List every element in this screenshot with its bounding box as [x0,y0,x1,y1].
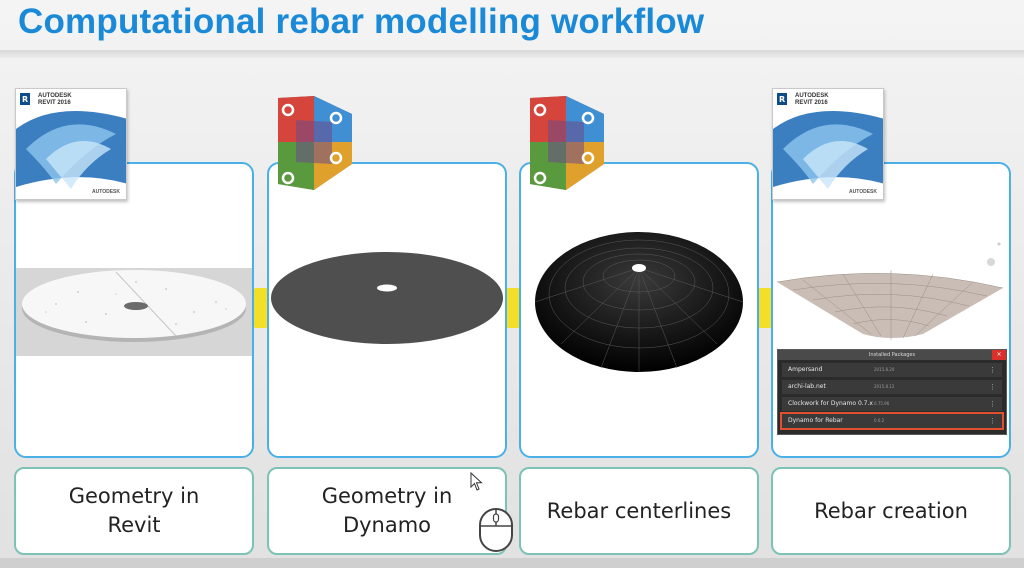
mouse-pointer-icon [470,472,483,491]
step-panel-geometry-revit [14,162,254,458]
package-name: archi-lab.net [788,383,826,390]
package-row-highlighted[interactable]: Dynamo for Rebar 0.6.2 ⋮ [780,412,1004,430]
package-row[interactable]: Ampersand 2015.8.20 ⋮ [782,363,1002,377]
step-panel-rebar-centerlines [519,162,759,458]
more-options-icon[interactable]: ⋮ [989,400,996,408]
rebar-creation-render [776,242,1004,340]
step-panel-rebar-creation: Installed Packages × Ampersand 2015.8.20… [771,162,1011,458]
connector-3-4 [758,288,772,328]
revit-product-box-icon: R AUTODESK REVIT 2016 AUTODESK [772,88,884,200]
rebar-centerlines-render [534,232,744,372]
connector-1-2 [254,288,268,328]
package-version: 2015.8.12 [874,384,895,389]
step-panel-geometry-dynamo [267,162,507,458]
installed-packages-titlebar: Installed Packages × [778,350,1006,360]
revit-slab-render [16,268,252,356]
package-version: 0.6.2 [874,418,885,423]
connector-2-3 [506,288,520,328]
package-name: Clockwork for Dynamo 0.7.x [788,400,873,407]
step-caption-geometry-revit: Geometry in Revit [14,467,254,555]
svg-text:R: R [779,95,785,104]
step-caption-rebar-creation: Rebar creation [771,467,1011,555]
dynamo-logo-icon [530,96,604,190]
package-row[interactable]: archi-lab.net 2015.8.12 ⋮ [782,380,1002,394]
installed-packages-window: Installed Packages × Ampersand 2015.8.20… [777,349,1007,435]
svg-text:R: R [22,95,28,104]
package-version: 2015.8.20 [874,367,895,372]
revit-product-box-icon: R AUTODESK REVIT 2016 AUTODESK [15,88,127,200]
mouse-icon [479,508,513,552]
title-divider [0,50,1024,58]
step-caption-geometry-dynamo: Geometry in Dynamo [267,467,507,555]
more-options-icon[interactable]: ⋮ [989,417,996,425]
step-caption-rebar-centerlines: Rebar centerlines [519,467,759,555]
package-name: Ampersand [788,366,823,373]
slide-title: Computational rebar modelling workflow [18,2,705,41]
dynamo-logo-icon [278,96,352,190]
package-version: 0.75.96 [874,401,890,406]
package-row[interactable]: Clockwork for Dynamo 0.7.x 0.75.96 ⋮ [782,397,1002,411]
installed-packages-title: Installed Packages [868,352,916,358]
dynamo-surface-render [271,252,503,344]
footer-bar [0,558,1024,568]
more-options-icon[interactable]: ⋮ [989,383,996,391]
more-options-icon[interactable]: ⋮ [989,366,996,374]
close-icon[interactable]: × [992,350,1006,360]
package-name: Dynamo for Rebar [788,417,843,424]
